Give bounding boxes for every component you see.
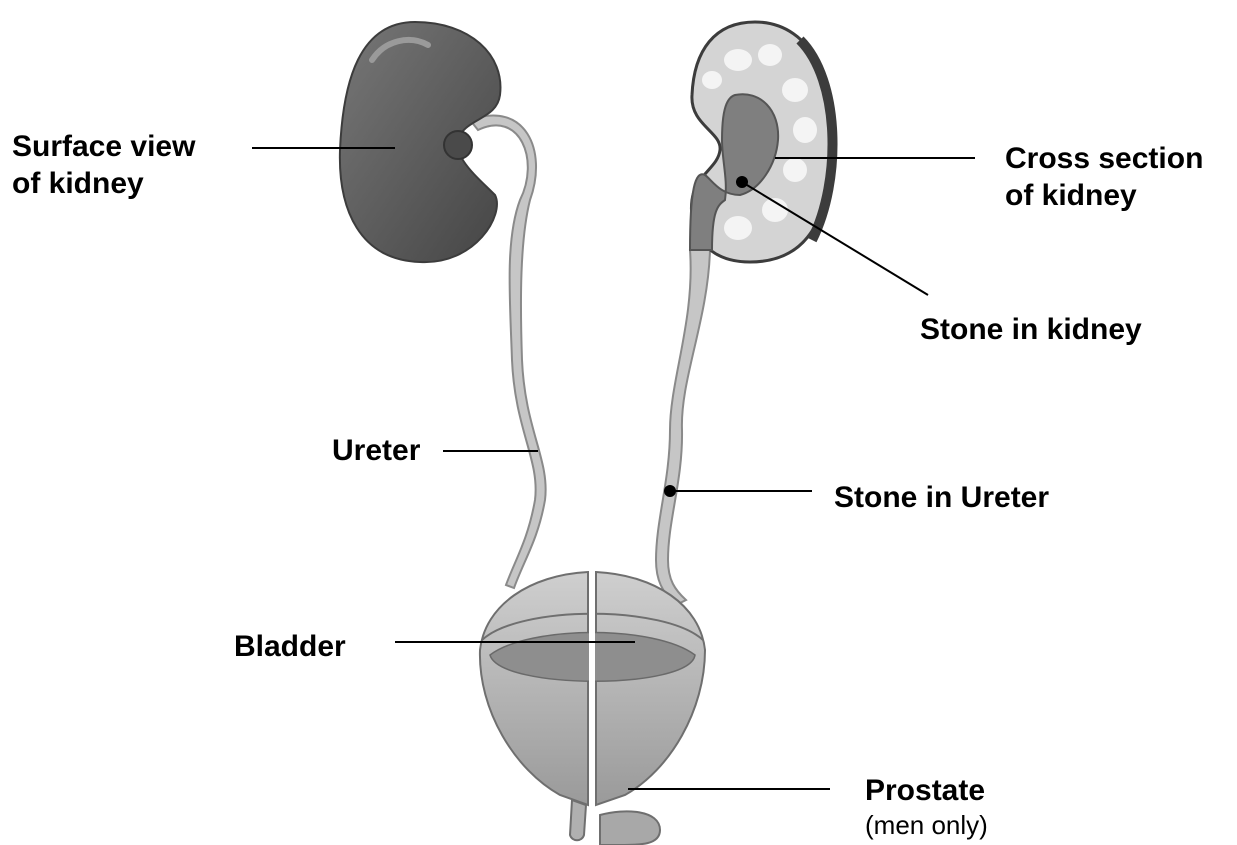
kidney-pyramid <box>793 117 817 143</box>
kidney-pyramid <box>702 71 722 89</box>
kidney-pyramid <box>758 44 782 66</box>
kidney-pyramid <box>724 49 752 71</box>
right-ureter <box>656 250 710 605</box>
label-prostate: Prostate <box>865 772 985 809</box>
label-cross-section: Cross section of kidney <box>1005 140 1203 214</box>
label-surface-view-line2: of kidney <box>12 165 195 202</box>
label-surface-view-line1: Surface view <box>12 128 195 165</box>
view-divider <box>589 565 595 845</box>
kidney-stone-marker <box>736 176 748 188</box>
label-cross-section-line1: Cross section <box>1005 140 1203 177</box>
label-ureter: Ureter <box>332 432 420 469</box>
prostate-gland <box>600 811 660 845</box>
kidney-pyramid <box>724 216 752 240</box>
kidney-pyramid <box>783 158 807 182</box>
label-prostate-note: (men only) <box>865 810 988 840</box>
label-cross-section-line2: of kidney <box>1005 177 1203 214</box>
label-surface-view: Surface view of kidney <box>12 128 195 202</box>
ureter-stone-marker <box>664 485 676 497</box>
bladder-left-half <box>480 572 588 805</box>
label-stone-in-ureter: Stone in Ureter <box>834 479 1049 516</box>
urethra <box>570 800 586 840</box>
kidney-pyramid <box>782 78 808 102</box>
bladder-right-half <box>596 572 705 805</box>
left-kidney-hilum <box>444 131 472 159</box>
label-stone-in-kidney: Stone in kidney <box>920 311 1142 348</box>
left-kidney-surface <box>340 22 501 262</box>
label-bladder: Bladder <box>234 628 346 665</box>
